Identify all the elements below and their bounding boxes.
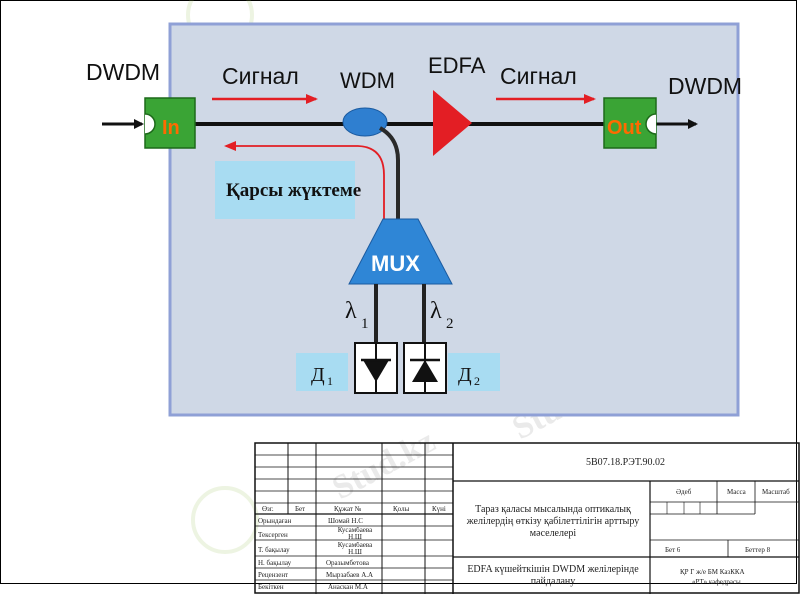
role-name: Мырзабаев А.А [326, 571, 374, 579]
port-in-label: In [162, 117, 180, 139]
watermark-text-3: Stud.kz [326, 422, 441, 507]
sheets-total: Беттер 8 [745, 546, 771, 554]
role-name: Оразымбетова [326, 559, 369, 567]
port-out: Out [603, 97, 657, 149]
role-name: Анаскан М.А [328, 583, 368, 591]
doc-code: 5В07.18.РЭТ.90.02 [586, 457, 665, 468]
wdm-mux-fiber [378, 126, 400, 222]
dwdm-right-label: DWDM [668, 73, 742, 99]
d1-subscript: 1 [327, 374, 333, 388]
sheet-frame [0, 0, 797, 584]
header-col-4: Қолы [393, 505, 410, 513]
lambda2-subscript: 2 [446, 316, 454, 332]
d2-subscript: 2 [474, 374, 480, 388]
wdm-coupler [342, 107, 388, 137]
role-name: Кусамбаева Н.Ш [337, 527, 373, 541]
d1-box [296, 353, 348, 391]
diagram-panel [168, 22, 740, 417]
title-main: Тараз қаласы мысалында оптикалық желілер… [466, 504, 640, 539]
role-label: Орындаған [258, 517, 292, 525]
counter-load-box [215, 161, 355, 219]
role-label: Тексерген [258, 531, 288, 539]
header-col-5: Күні [432, 505, 446, 513]
role-label: Бекіткен [258, 583, 284, 591]
signal-left-label: Сигнал [222, 63, 299, 89]
col-masshtab: Масштаб [762, 488, 790, 496]
header-col-2: Бет [295, 505, 306, 513]
role-name: Шомай Н.С [328, 517, 363, 525]
photodiode-1 [354, 342, 398, 394]
title-sub: EDFA күшейткішін DWDM желілерінде пайдал… [467, 564, 639, 587]
header-col-3: Құжат № [334, 505, 362, 513]
col-massa: Масса [727, 488, 746, 496]
role-label: Т. бақылау [258, 546, 290, 554]
wdm-label: WDM [340, 68, 395, 93]
watermark-logo-icon [191, 486, 259, 554]
counter-load-label: Қарсы жүктеме [226, 180, 361, 201]
d2-box [448, 353, 500, 391]
counter-load-arrow [224, 141, 385, 224]
org-line1: ҚР Г ж/е БМ КазККА [680, 568, 745, 576]
port-in: In [144, 97, 196, 149]
signal-right-label: Сигнал [500, 63, 577, 89]
d2-symbol: Д [458, 364, 472, 386]
edfa-label: EDFA [428, 53, 486, 78]
mux-block: MUX [348, 218, 453, 285]
lambda1-symbol: λ [345, 298, 357, 324]
lambda1-subscript: 1 [361, 316, 369, 332]
role-label: Рецензент [258, 571, 289, 579]
org-line2: «РТ» кафедрасы [692, 578, 741, 586]
port-out-label: Out [607, 117, 642, 139]
title-block-grid [254, 442, 800, 594]
edfa-amplifier [433, 90, 472, 156]
col-edeb: Әдеб [676, 488, 692, 496]
photodiode-2 [403, 342, 447, 394]
role-label: Н. бақылау [258, 559, 292, 567]
sheet-number: Бет 6 [665, 546, 681, 554]
d1-symbol: Д [311, 364, 325, 386]
mux-label: MUX [371, 251, 420, 276]
header-col-1: Өзг. [262, 505, 274, 513]
dwdm-left-label: DWDM [86, 59, 160, 85]
role-name: Кусамбаева Н.Ш [337, 542, 373, 556]
lambda2-symbol: λ [430, 298, 442, 324]
